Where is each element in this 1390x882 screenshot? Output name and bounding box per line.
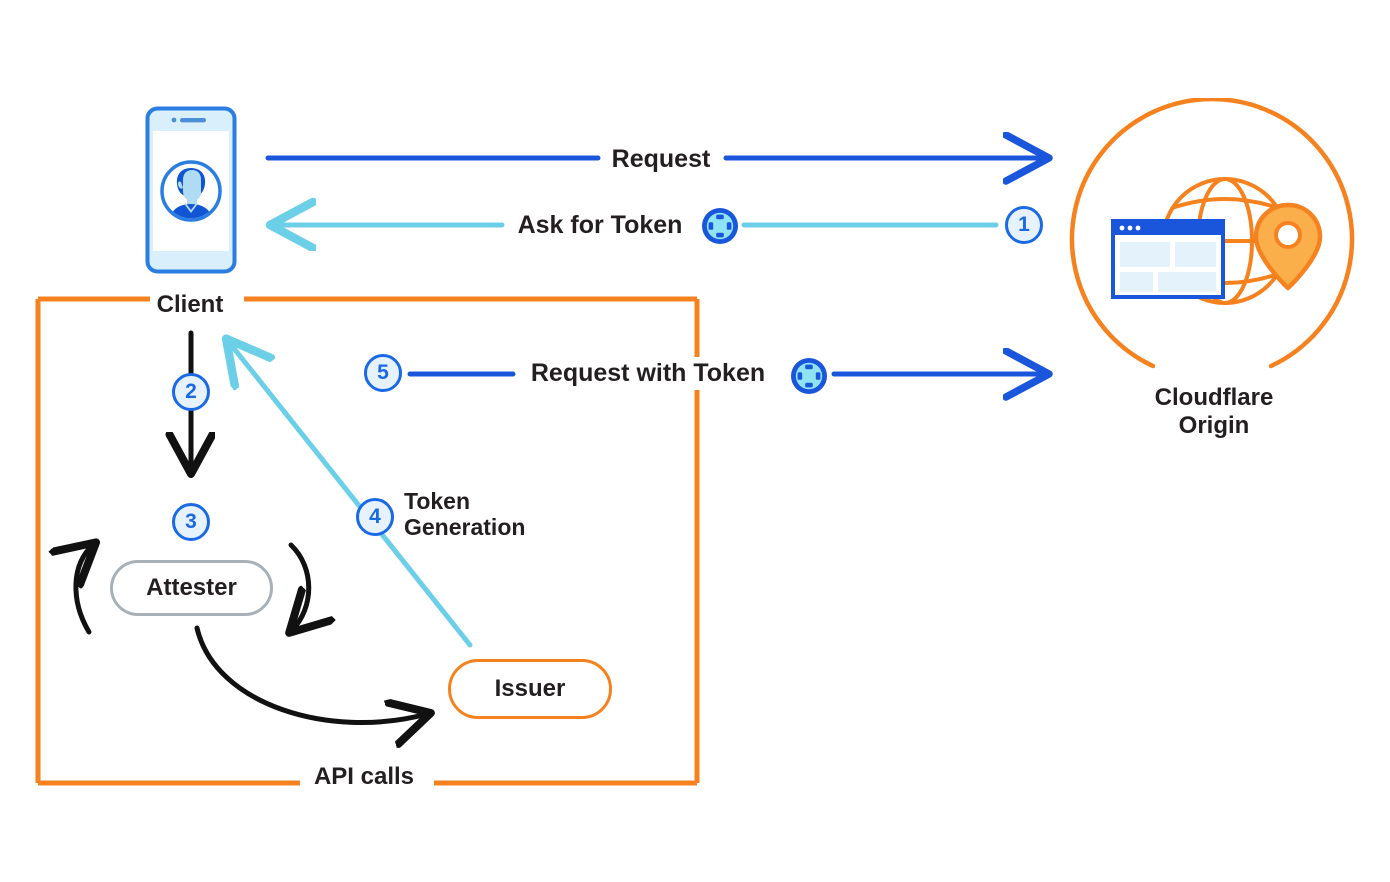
origin-label-line-2: Origin — [1178, 411, 1250, 439]
arrow-attester-out — [291, 542, 309, 630]
origin-ring — [1069, 98, 1355, 369]
node-attester-label: Attester — [146, 574, 237, 601]
browser-window-icon — [1111, 219, 1225, 299]
boundary-label-client: Client — [156, 291, 224, 318]
step-badge-4: 4 — [356, 498, 394, 536]
cloudflare-origin-icon — [1069, 98, 1355, 369]
arrow-attester-to-issuer — [194, 625, 427, 723]
flow-label-request-with-token: Request with Token — [530, 359, 766, 387]
phone-speaker — [180, 118, 206, 123]
token-generation-line-2: Generation — [404, 514, 526, 541]
token-generation-line-1: Token — [404, 488, 471, 514]
origin-label-line-1: Cloudflare — [1154, 384, 1274, 411]
step-badge-2: 2 — [172, 373, 210, 411]
step-label-token-generation: Token Generation — [404, 488, 525, 541]
boundary-label-api-calls: API calls — [313, 763, 415, 790]
phone-camera — [171, 117, 177, 123]
arrow-issuer-to-client — [228, 341, 473, 648]
flow-label-request: Request — [611, 145, 711, 173]
arrow-attester-in — [76, 545, 93, 635]
node-issuer-label: Issuer — [494, 675, 566, 702]
node-origin-label: Cloudflare Origin — [1155, 384, 1274, 439]
map-pin-icon — [1253, 202, 1323, 291]
privacy-pass-token-icon — [702, 208, 738, 244]
step-badge-3: 3 — [172, 503, 210, 541]
privacy-pass-token-icon — [791, 358, 827, 394]
step-badge-5: 5 — [364, 354, 402, 392]
node-attester: Attester — [110, 560, 273, 616]
flow-label-ask-for-token: Ask for Token — [517, 211, 683, 239]
smartphone-icon — [145, 106, 237, 274]
client-boundary-box — [35, 296, 700, 786]
node-issuer: Issuer — [448, 659, 612, 719]
step-badge-1: 1 — [1005, 206, 1043, 244]
user-avatar-icon — [160, 160, 222, 222]
